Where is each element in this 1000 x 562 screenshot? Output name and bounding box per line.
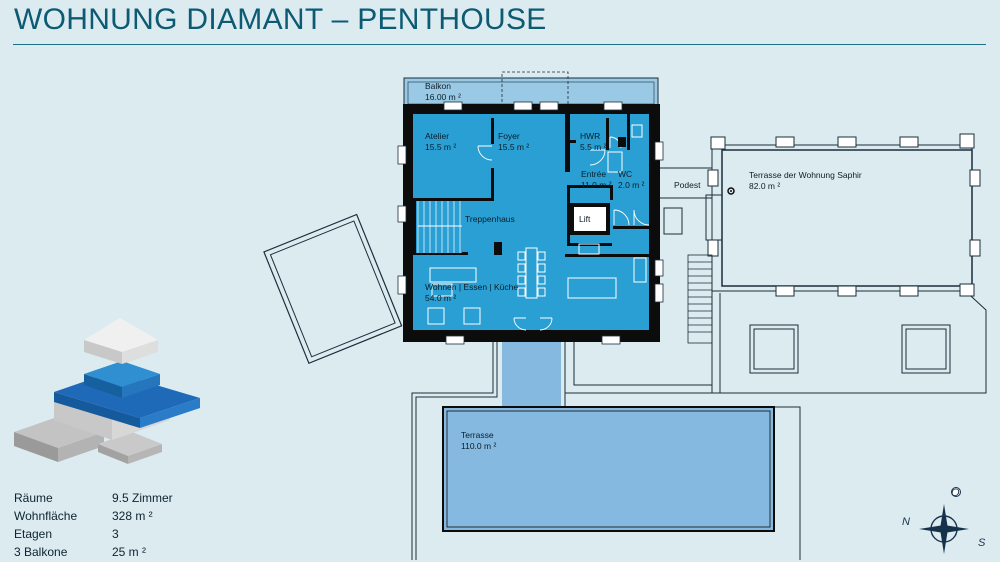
saphir-pillars: [707, 133, 981, 297]
stats-label: 3 Balkone: [14, 545, 68, 559]
interior-stair: [416, 201, 462, 253]
lift-shaft: [570, 203, 610, 235]
terrace-walkway: [502, 340, 561, 408]
balkon-area: [403, 71, 659, 107]
compass-o: O: [951, 487, 960, 499]
stats-label: Räume: [14, 491, 53, 505]
saphir-area: 82.0 m ²: [749, 181, 780, 191]
stats-row: Etagen 3: [14, 525, 173, 543]
wohnen-area: 54.0 m ²: [425, 293, 456, 303]
terrasse-name: Terrasse: [461, 430, 494, 440]
title-rule: [13, 44, 986, 45]
column: [494, 242, 502, 255]
lift-name: Lift: [579, 214, 591, 224]
hwr-name: HWR: [580, 131, 600, 141]
saphir-name: Terrasse der Wohnung Saphir: [749, 170, 862, 180]
stats-row: Räume 9.5 Zimmer: [14, 489, 173, 507]
terrasse-area: [442, 406, 775, 532]
building-3d-icon: [14, 318, 200, 464]
entree-name: Entrée: [581, 169, 606, 179]
furniture: [427, 124, 647, 325]
compass-n: N: [902, 516, 910, 528]
atelier-area: 15.5 m ²: [425, 142, 456, 152]
marker-icon: [727, 187, 735, 195]
wc-area: 2.0 m ²: [618, 180, 645, 190]
stats-value: 25 m ²: [112, 545, 147, 559]
stats-value: 328 m ²: [112, 509, 153, 523]
treppenhaus-name: Treppenhaus: [465, 214, 515, 224]
stats-value: 9.5 Zimmer: [112, 491, 173, 505]
wc-name: WC: [618, 169, 632, 179]
entree-area: 11.0 m ²: [581, 180, 612, 190]
stats-value: 3: [112, 527, 119, 541]
balkon-area-label: 16.00 m ²: [425, 92, 461, 102]
compass-icon: N O S: [902, 487, 986, 554]
wohnen-name: Wohnen | Essen | Küche: [425, 282, 518, 292]
atelier-name: Atelier: [425, 131, 449, 141]
page-title: WOHNUNG DIAMANT – PENTHOUSE: [14, 3, 547, 36]
stats-label: Wohnfläche: [14, 509, 78, 523]
balkon-name: Balkon: [425, 81, 451, 91]
foyer-name: Foyer: [498, 131, 520, 141]
stats-row: Wohnfläche 328 m ²: [14, 507, 173, 525]
terrasse-area-label: 110.0 m ²: [461, 441, 496, 451]
stats-table: Räume 9.5 Zimmer Wohnfläche 328 m ² Etagen…: [14, 489, 173, 561]
windows: [397, 101, 664, 345]
pool: [263, 213, 403, 365]
exterior-stair: [687, 254, 713, 344]
hwr-area: 5.5 m ²: [580, 142, 607, 152]
room-labels: Balkon 16.00 m ² Atelier 15.5 m ² Foyer …: [425, 81, 862, 451]
stats-row: 3 Balkone 25 m ²: [14, 543, 173, 561]
compass-s: S: [978, 537, 986, 549]
doors: [477, 136, 650, 331]
stats-label: Etagen: [14, 527, 53, 541]
podest-name: Podest: [674, 180, 701, 190]
foyer-area: 15.5 m ²: [498, 142, 529, 152]
